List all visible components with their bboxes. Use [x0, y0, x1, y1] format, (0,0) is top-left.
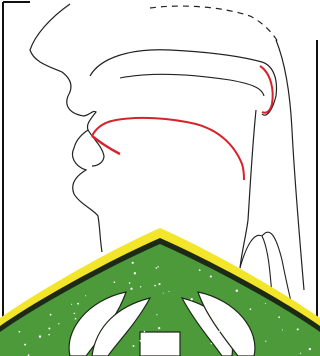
emblem-speckle [129, 282, 131, 284]
emblem-speckle [236, 289, 238, 291]
emblem-speckle [77, 303, 79, 305]
emblem-speckle [265, 303, 266, 304]
emblem-speckle [24, 344, 26, 346]
emblem-speckle [114, 281, 116, 283]
emblem-speckle [242, 323, 243, 324]
emblem-speckle [191, 298, 193, 300]
emblem-speckle [210, 275, 212, 277]
emblem-speckle [48, 334, 50, 336]
emblem-speckle [71, 304, 72, 305]
emblem-speckle [156, 267, 158, 269]
emblem-speckle [216, 304, 219, 307]
emblem-speckle [140, 286, 141, 287]
emblem-speckle [154, 285, 156, 287]
emblem-speckle [140, 340, 142, 342]
emblem-speckle [158, 283, 160, 285]
tongue-tip-highlight [92, 136, 120, 154]
emblem-speckle [278, 316, 280, 318]
emblem-speckle [199, 269, 201, 271]
head-profile-outline [30, 4, 102, 252]
emblem-badge [0, 228, 320, 356]
emblem-speckle [58, 323, 59, 324]
emblem-speckle [282, 329, 283, 330]
emblem-speckle [103, 302, 105, 304]
emblem-speckle [172, 346, 174, 348]
emblem-speckle [85, 295, 86, 296]
emblem-speckle [297, 328, 299, 330]
emblem-speckle [134, 272, 136, 274]
emblem-speckle [48, 327, 50, 329]
emblem-speckle [85, 333, 87, 335]
emblem-speckle [309, 348, 311, 350]
emblem-speckle [74, 313, 76, 315]
emblem-speckle [158, 327, 160, 329]
nasal-cavity-outline [120, 74, 264, 96]
emblem-speckle [217, 322, 220, 325]
emblem-speckle [75, 318, 77, 320]
lower-lip-outline [88, 130, 104, 166]
emblem-speckle [133, 345, 135, 347]
emblem-speckle [177, 346, 178, 347]
emblem-speckle [211, 343, 212, 344]
throat-outline [240, 110, 256, 268]
velum-highlight [260, 66, 273, 113]
palate-outline [90, 50, 276, 115]
emblem-speckle [50, 314, 52, 316]
emblem-speckle [191, 303, 193, 305]
skull-outline-dashed [150, 6, 278, 42]
emblem-speckle [130, 288, 132, 290]
emblem-speckle [300, 353, 301, 354]
emblem-speckle [238, 321, 240, 323]
emblem-speckle [114, 316, 116, 318]
emblem-speckle [133, 313, 135, 315]
emblem-speckle [157, 266, 158, 267]
emblem-speckle [144, 331, 146, 333]
emblem-speckle [168, 291, 169, 292]
emblem-speckle [19, 331, 21, 333]
emblem-speckle [250, 308, 252, 310]
tongue-highlight [92, 118, 244, 180]
emblem-speckle [208, 298, 210, 300]
emblem-speckle [219, 331, 220, 332]
emblem-speckle [211, 308, 213, 310]
emblem-speckle [142, 351, 143, 352]
emblem-speckle [265, 341, 266, 342]
emblem-speckle [132, 262, 134, 264]
emblem-speckle [117, 305, 120, 308]
emblem-speckle [163, 293, 164, 294]
emblem-speckle [39, 335, 41, 337]
emblem-speckle [156, 314, 157, 315]
